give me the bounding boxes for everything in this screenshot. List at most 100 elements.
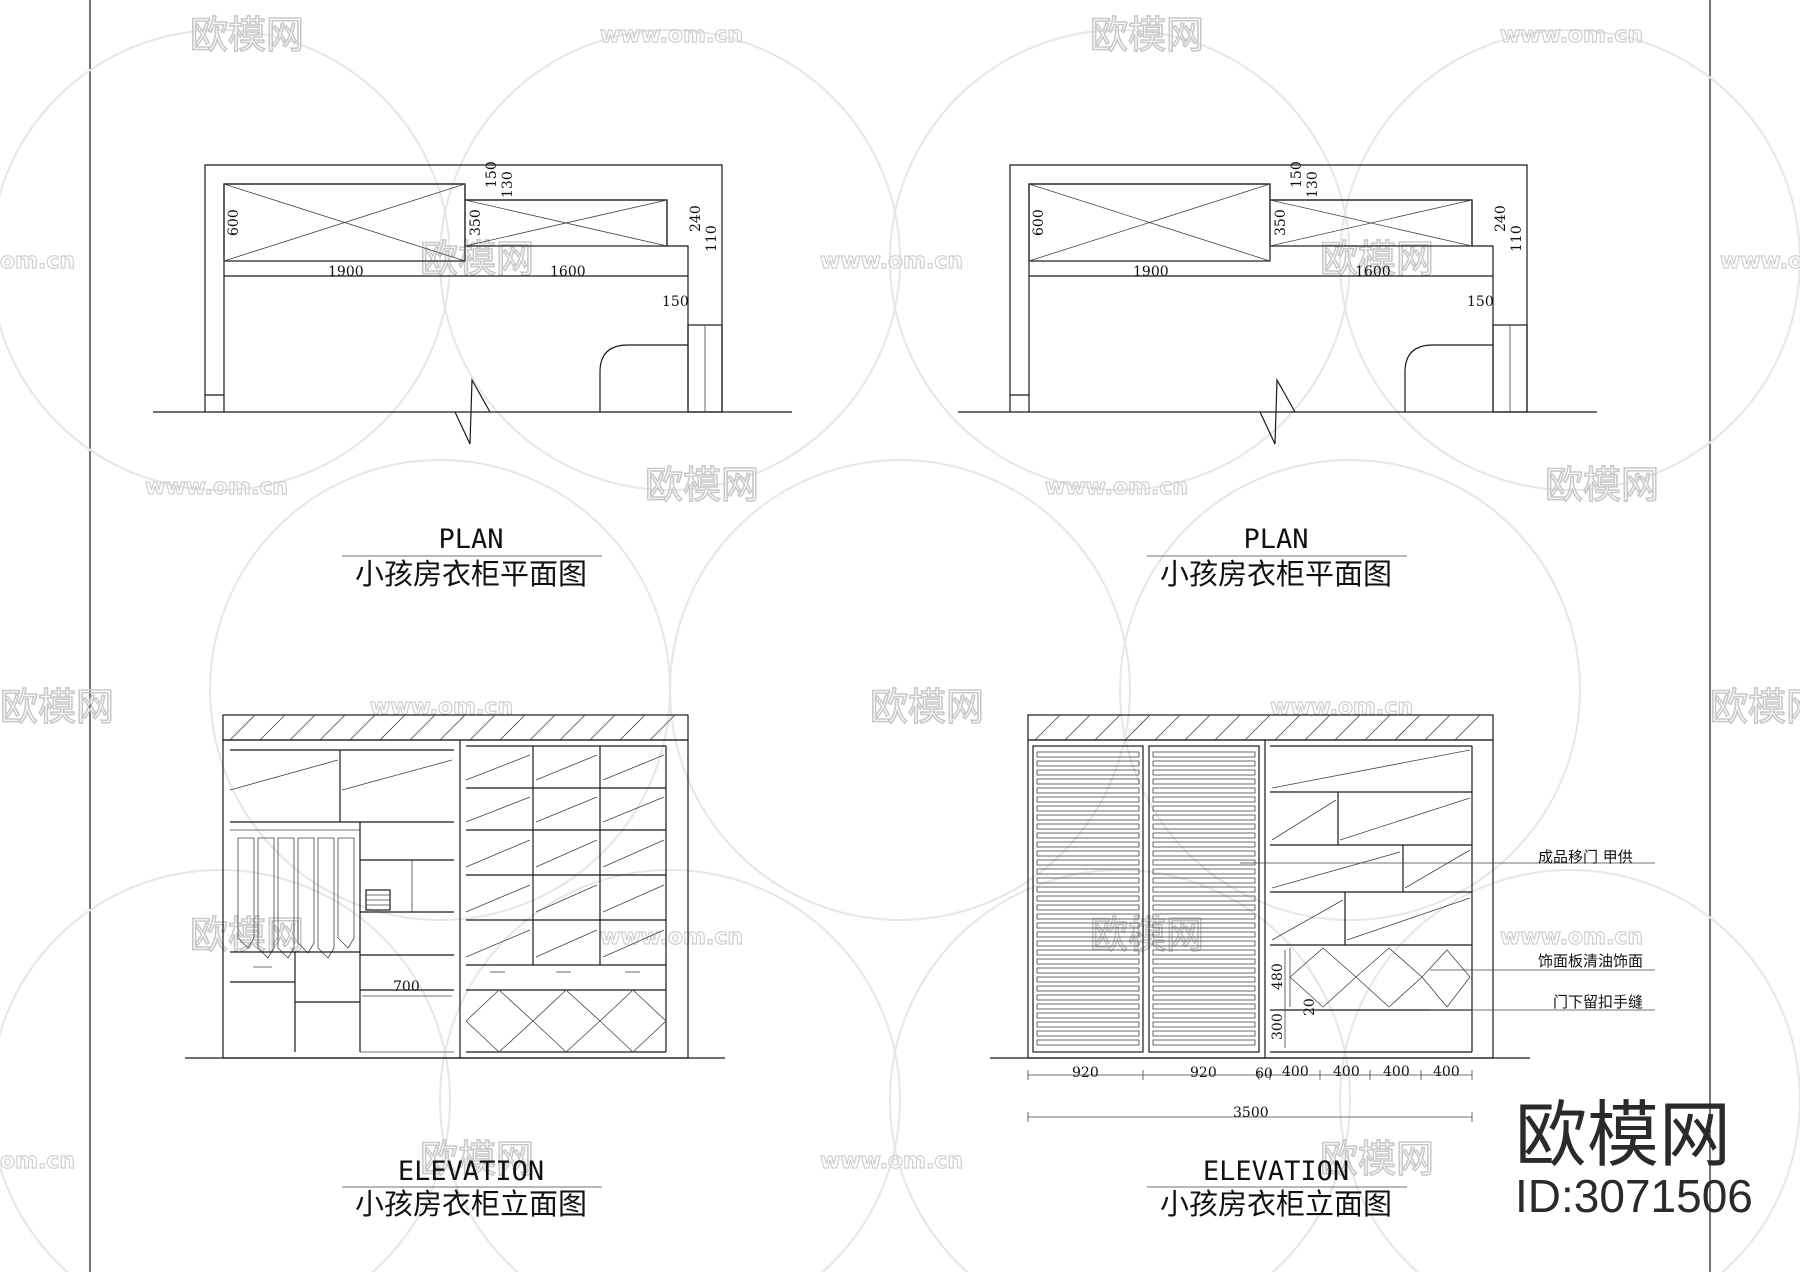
watermark-brand: 欧模网 [1545, 463, 1659, 507]
watermark-arcs [0, 29, 1800, 1272]
elevation-left-title-en: ELEVATION [398, 1156, 544, 1187]
svg-text:920: 920 [1072, 1065, 1099, 1081]
louver-slat [1152, 841, 1256, 848]
svg-text:400: 400 [1333, 1064, 1360, 1080]
louver-slat [1036, 868, 1140, 875]
watermark-brand: 欧模网 [1090, 13, 1204, 57]
louver-slat [1036, 859, 1140, 866]
louver-slat [1152, 832, 1256, 839]
plan-right-title-en: PLAN [1243, 524, 1308, 555]
sliding-door-louvers [1036, 751, 1256, 1046]
louver-slat [1152, 769, 1256, 776]
louver-slat [1152, 814, 1256, 821]
louver-slat [1036, 922, 1140, 929]
louver-slat [1152, 904, 1256, 911]
watermark-brand: 欧模网 [870, 685, 984, 729]
louver-slat [1036, 976, 1140, 983]
louver-slat [1152, 949, 1256, 956]
watermark-url: www.om.cn [1500, 925, 1643, 950]
watermark-brand: 欧模网 [645, 463, 759, 507]
brand-logo-text: 欧模网 [1515, 1093, 1731, 1177]
louver-slat [1036, 940, 1140, 947]
louver-slat [1036, 1030, 1140, 1037]
louver-slat [1036, 967, 1140, 974]
watermark-brand: 欧模网 [420, 237, 534, 281]
louver-slat [1152, 868, 1256, 875]
louver-slat [1152, 1039, 1256, 1046]
watermark-url: www.om.cn [1720, 249, 1800, 274]
louver-slat [1152, 859, 1256, 866]
watermark-url: www.om.cn [820, 249, 963, 274]
watermark-layer: 欧模网 欧模网 www.om.cn www.om.cn om.cn 欧模网 ww… [0, 12, 1800, 1182]
louver-slat [1036, 904, 1140, 911]
louver-slat [1152, 985, 1256, 992]
svg-text:1600: 1600 [550, 264, 586, 280]
svg-text:700: 700 [393, 979, 420, 995]
svg-text:130: 130 [500, 171, 516, 198]
plan-right-dimensions: 600 1900 1600 350 150 130 240 110 150 [1031, 161, 1525, 310]
svg-text:600: 600 [226, 209, 242, 236]
watermark-url: www.om.cn [370, 695, 513, 720]
louver-slat [1036, 850, 1140, 857]
elevation-right-title-en: ELEVATION [1203, 1156, 1349, 1187]
louver-slat [1152, 895, 1256, 902]
svg-text:920: 920 [1190, 1065, 1217, 1081]
louver-slat [1036, 958, 1140, 965]
note-door-handle-gap: 门下留扣手缝 [1553, 993, 1643, 1011]
louver-slat [1036, 751, 1140, 758]
watermark-url: www.om.cn [820, 1149, 963, 1174]
louver-slat [1036, 841, 1140, 848]
svg-text:1900: 1900 [328, 264, 364, 280]
plan-left-title: PLAN 小孩房衣柜平面图 [342, 524, 602, 591]
svg-text:150: 150 [662, 294, 689, 310]
elevation-right-notes: 成品移门 甲供 饰面板清油饰面 门下留扣手缝 [1538, 848, 1643, 1011]
elevation-left-title-cn: 小孩房衣柜立面图 [355, 1187, 587, 1221]
elevation-right-dimensions: 920 920 60 400 400 400 400 3500 480 20 3… [1072, 963, 1460, 1121]
elevation-left-dimensions: 700 [393, 979, 420, 995]
louver-slat [1036, 1021, 1140, 1028]
watermark-url: www.om.cn [1500, 23, 1643, 48]
watermark-brand: 欧模网 [1090, 913, 1204, 957]
plan-left-dimensions: 600 1900 1600 350 150 130 240 110 150 [226, 161, 720, 310]
louver-slat [1152, 976, 1256, 983]
svg-text:400: 400 [1433, 1064, 1460, 1080]
svg-text:150: 150 [1289, 161, 1305, 188]
louver-slat [1152, 823, 1256, 830]
watermark-url-fragment: om.cn [0, 249, 75, 274]
svg-text:20: 20 [1302, 998, 1318, 1016]
louver-slat [1152, 1012, 1256, 1019]
watermark-brand: 欧模网 [1320, 1137, 1434, 1181]
svg-text:240: 240 [1493, 205, 1509, 232]
watermark-url-fragment: om.cn [0, 1149, 75, 1174]
louver-slat [1152, 760, 1256, 767]
svg-text:400: 400 [1383, 1064, 1410, 1080]
watermark-brand: 欧模网 [190, 13, 304, 57]
plan-right-title-cn: 小孩房衣柜平面图 [1160, 557, 1392, 591]
louver-slat [1152, 994, 1256, 1001]
watermark-brand: 欧模网 [190, 913, 304, 957]
louver-slat [1152, 796, 1256, 803]
svg-text:3500: 3500 [1233, 1105, 1269, 1121]
louver-slat [1152, 913, 1256, 920]
louver-slat [1036, 823, 1140, 830]
louver-slat [1036, 814, 1140, 821]
louver-slat [1036, 760, 1140, 767]
svg-text:300: 300 [1270, 1013, 1286, 1040]
louver-slat [1152, 787, 1256, 794]
plan-left-title-cn: 小孩房衣柜平面图 [355, 557, 587, 591]
watermark-brand: 欧模网 [420, 1137, 534, 1181]
svg-text:150: 150 [484, 161, 500, 188]
louver-slat [1036, 1003, 1140, 1010]
watermark-brand: 欧模网 [0, 685, 114, 729]
louver-slat [1152, 958, 1256, 965]
louver-slat [1152, 1021, 1256, 1028]
louver-slat [1152, 751, 1256, 758]
louver-slat [1152, 1003, 1256, 1010]
louver-slat [1152, 922, 1256, 929]
plan-left-drawing [153, 164, 792, 445]
louver-slat [1036, 769, 1140, 776]
plan-left-title-en: PLAN [438, 524, 503, 555]
louver-slat [1036, 994, 1140, 1001]
elevation-right-drawing [990, 714, 1655, 1122]
